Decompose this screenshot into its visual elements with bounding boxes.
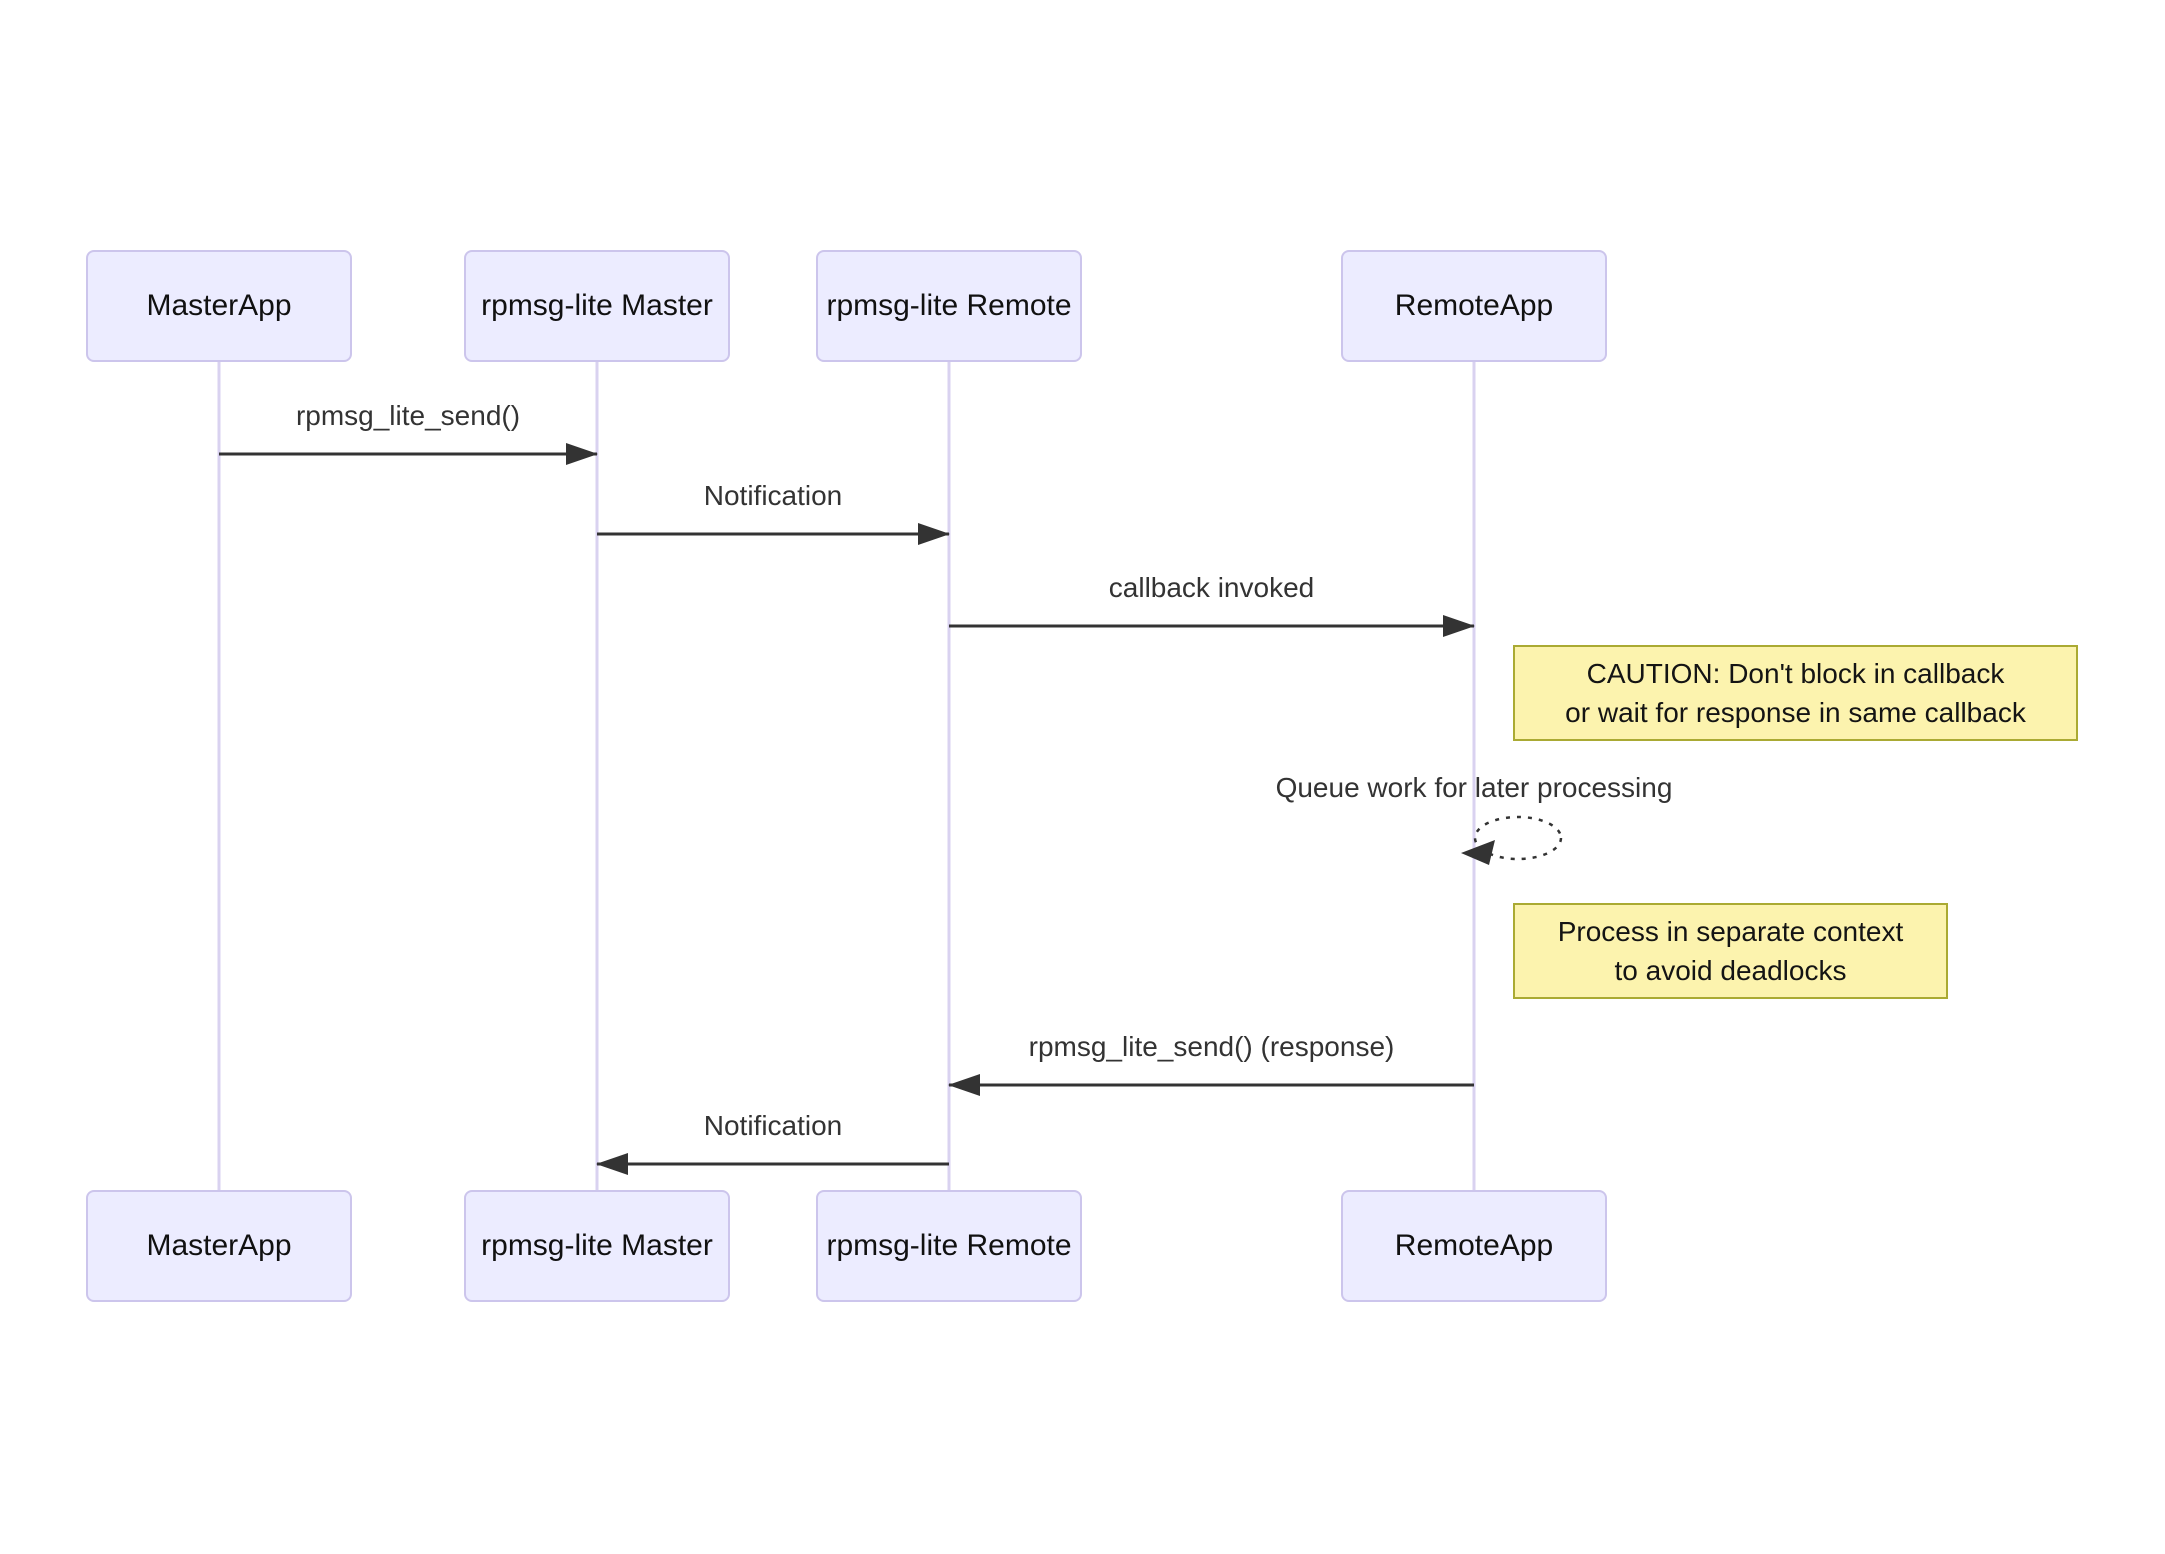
note-line: or wait for response in same callback (1565, 697, 2026, 728)
actor-label: MasterApp (146, 1229, 292, 1262)
message-label: callback invoked (1108, 572, 1315, 603)
actor-label: rpmsg-lite Master (481, 1229, 713, 1262)
actor-bottom-rpmsg-master: rpmsg-lite Master (464, 1190, 730, 1302)
actor-top-masterapp: MasterApp (86, 250, 352, 362)
note-line: to avoid deadlocks (1614, 955, 1847, 986)
actor-label: rpmsg-lite Remote (826, 289, 1072, 322)
actor-label: MasterApp (146, 289, 292, 322)
actor-label: rpmsg-lite Remote (826, 1229, 1072, 1262)
note-line: CAUTION: Don't block in callback (1586, 658, 2005, 689)
message-label: rpmsg_lite_send() (295, 400, 521, 431)
actor-bottom-masterapp: MasterApp (86, 1190, 352, 1302)
actor-label: RemoteApp (1394, 289, 1554, 322)
actor-bottom-remoteapp: RemoteApp (1341, 1190, 1607, 1302)
actor-bottom-rpmsg-remote: rpmsg-lite Remote (816, 1190, 1082, 1302)
actor-top-rpmsg-master: rpmsg-lite Master (464, 250, 730, 362)
message-label: Notification (703, 1110, 843, 1141)
self-loop-arrow (1473, 815, 1563, 861)
actor-label: RemoteApp (1394, 1229, 1554, 1262)
actor-label: rpmsg-lite Master (481, 289, 713, 322)
actor-top-remoteapp: RemoteApp (1341, 250, 1607, 362)
actor-top-rpmsg-remote: rpmsg-lite Remote (816, 250, 1082, 362)
self-loop-arrowhead-icon (1461, 840, 1495, 865)
message-label: Queue work for later processing (1275, 772, 1673, 803)
note: Process in separate context to avoid dead… (1513, 903, 1948, 999)
note-line: Process in separate context (1557, 916, 1904, 947)
message-label: Notification (703, 480, 843, 511)
message-label: rpmsg_lite_send() (response) (1028, 1031, 1395, 1062)
note: CAUTION: Don't block in callback or wait … (1513, 645, 2078, 741)
